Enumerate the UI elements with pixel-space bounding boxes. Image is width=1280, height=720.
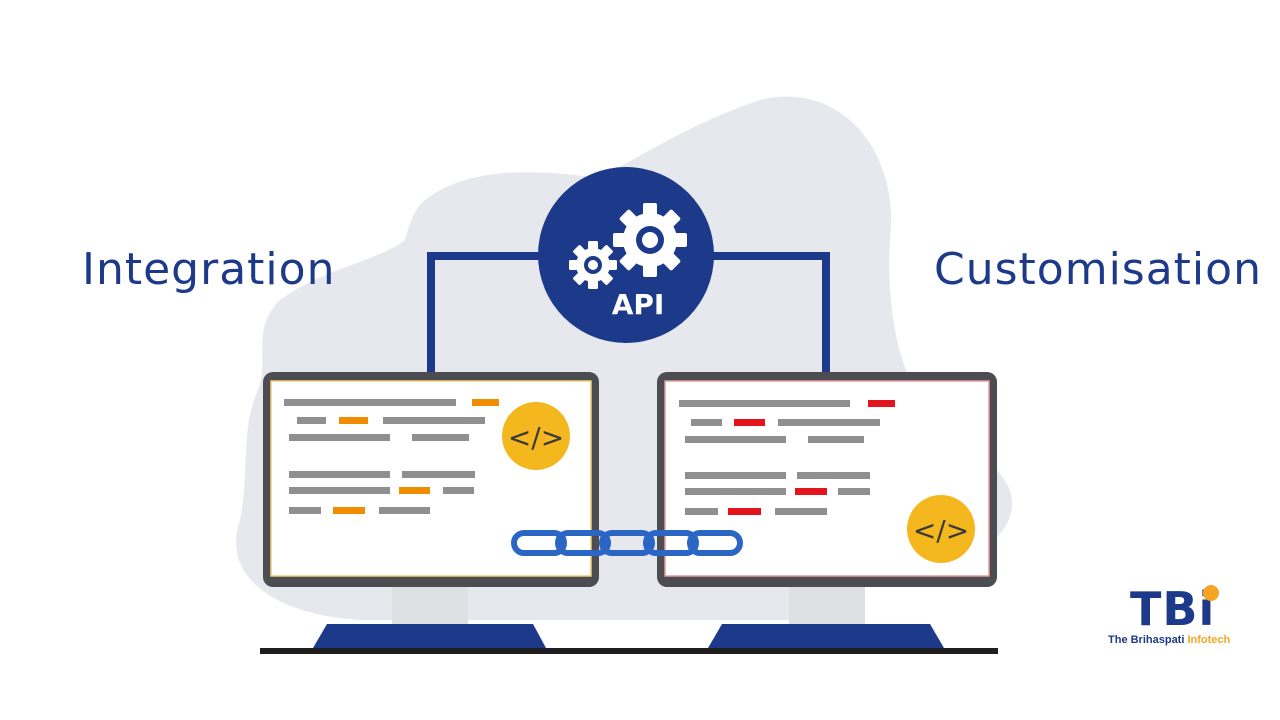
left-monitor: </>	[263, 372, 599, 587]
small-gear	[569, 241, 617, 289]
code-icon: </>	[508, 421, 564, 454]
right-code-lines	[679, 400, 895, 515]
api-label: API	[612, 288, 665, 321]
right-code-badge: </>	[907, 495, 975, 563]
integration-heading: Integration	[82, 244, 336, 295]
gears-icon	[569, 203, 687, 289]
globe-icon	[1203, 585, 1219, 601]
chain-link-icon	[511, 530, 743, 556]
desk-line	[260, 648, 998, 654]
left-monitor-stand	[313, 585, 546, 648]
connection-line-right	[700, 252, 830, 375]
right-monitor: </>	[657, 372, 997, 587]
api-hub: API	[538, 167, 714, 343]
connection-line-left	[427, 252, 560, 375]
tagline-accent: Infotech	[1187, 634, 1231, 646]
code-icon: </>	[913, 514, 969, 547]
left-code-lines	[284, 399, 499, 514]
right-monitor-stand	[708, 585, 944, 648]
large-gear	[613, 203, 687, 277]
logo-letter-b: B	[1162, 582, 1199, 636]
logo-tagline: The Brihaspati Infotech	[1108, 634, 1230, 646]
tagline-main: The Brihaspati	[1108, 634, 1185, 646]
company-logo: TBi The Brihaspati Infotech	[1108, 583, 1248, 653]
logo-letter-t: T	[1130, 582, 1163, 636]
customisation-heading: Customisation	[934, 244, 1262, 295]
left-code-badge: </>	[502, 402, 570, 470]
